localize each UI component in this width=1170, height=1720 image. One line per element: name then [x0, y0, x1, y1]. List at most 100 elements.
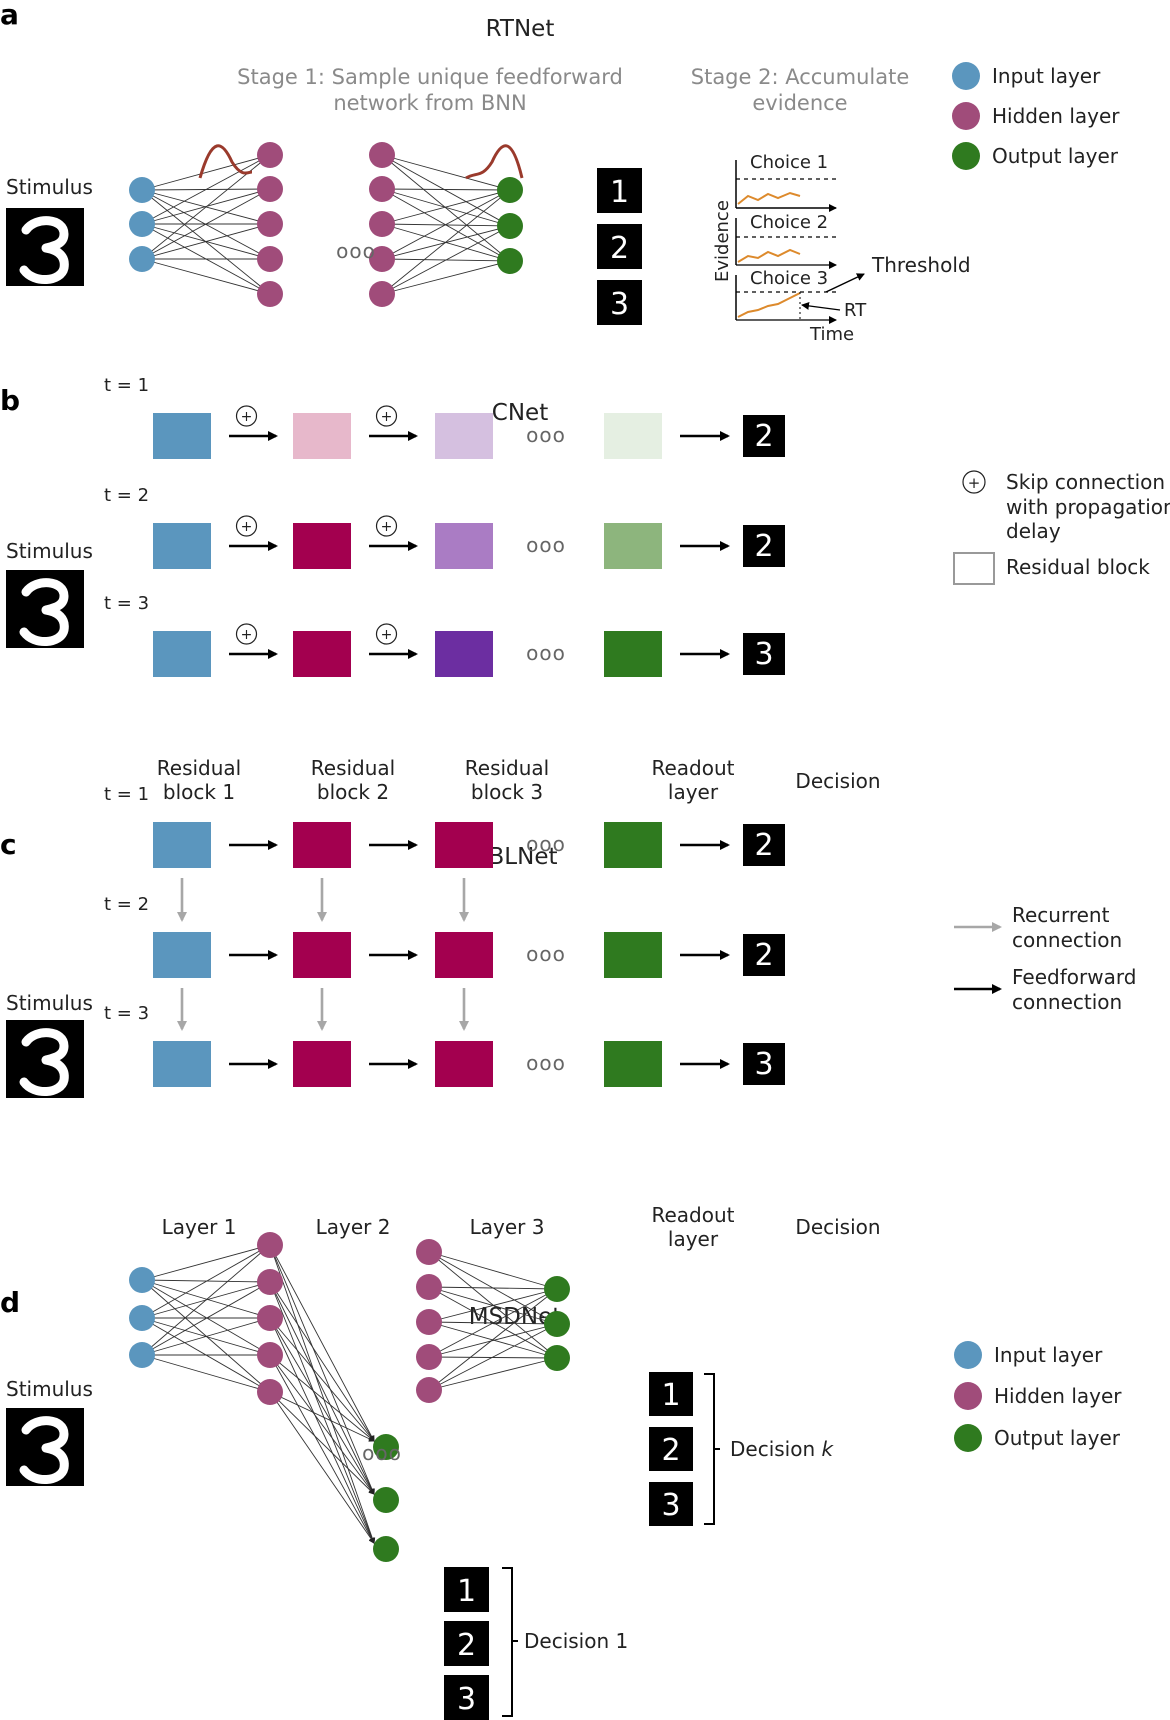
- connection-line: [141, 154, 271, 260]
- skip-connection-icon: [235, 405, 258, 427]
- stimulus-label: Stimulus: [6, 539, 93, 563]
- connection-line: [269, 1317, 375, 1544]
- output-node: [544, 1311, 570, 1337]
- hidden-node: [369, 246, 395, 272]
- choice-label: Choice 1: [750, 152, 828, 173]
- decision-1-bracket: [502, 1567, 518, 1717]
- legend-label: connection: [1012, 990, 1122, 1014]
- connection-line: [141, 154, 271, 225]
- connection-line: [141, 1279, 271, 1356]
- stimulus-image: [6, 1020, 84, 1098]
- threshold-label: Threshold: [871, 253, 971, 277]
- skip-connection-icon: [375, 515, 398, 537]
- output-box: 1: [597, 168, 642, 213]
- panel-a-letter: a: [0, 0, 19, 31]
- block: [604, 822, 662, 868]
- connection-line: [141, 1316, 271, 1356]
- output-node: [544, 1345, 570, 1371]
- panel-d-letter: d: [0, 1286, 20, 1319]
- hidden-node: [257, 246, 283, 272]
- choice-label: Choice 2: [750, 212, 828, 233]
- hidden-node: [257, 281, 283, 307]
- panel-d: d MSDNet Stimulus ooo 1 2 3 Decision k 1…: [0, 1232, 1122, 1720]
- connection-line: [269, 1391, 375, 1495]
- input-node: [129, 211, 155, 237]
- ellipsis: ooo: [526, 832, 566, 856]
- decision-label: Decision: [795, 1215, 880, 1239]
- connection-line: [141, 189, 271, 295]
- legend-label: Output layer: [992, 144, 1119, 168]
- skip-connection-icon: [235, 515, 258, 537]
- plus-sign: +: [381, 627, 393, 643]
- legend-label: Skip connection: [1006, 470, 1165, 494]
- block: [435, 413, 493, 459]
- input-layer-swatch: [952, 62, 980, 90]
- skip-connection-icon: [375, 405, 398, 427]
- decision-digit: 2: [754, 938, 773, 973]
- block: [153, 1041, 211, 1087]
- plus-circle-icon: [962, 470, 986, 494]
- evidence-trace: [737, 248, 801, 263]
- hidden-node: [257, 211, 283, 237]
- hidden-node: [257, 176, 283, 202]
- decision-box: [743, 824, 785, 866]
- input-node: [129, 1342, 155, 1368]
- hidden-layer-swatch: [954, 1382, 982, 1410]
- block: [293, 413, 351, 459]
- ellipsis: ooo: [362, 1441, 402, 1465]
- residual-block-swatch: [953, 552, 995, 585]
- stimulus-image: [6, 570, 84, 648]
- connection-line: [428, 1357, 558, 1391]
- column-label: block 2: [317, 780, 389, 804]
- svg-text:1: 1: [457, 1574, 476, 1609]
- column-label: Readout: [651, 1203, 734, 1227]
- connection-line: [141, 1279, 271, 1320]
- legend-label: delay: [1006, 519, 1061, 543]
- svg-text:1: 1: [661, 1378, 680, 1413]
- output-node: [497, 213, 523, 239]
- input-layer-swatch: [954, 1341, 982, 1369]
- decision-box: [743, 415, 785, 457]
- panel-c-title: BLNet: [489, 844, 558, 870]
- output-box: 3: [649, 1482, 693, 1526]
- column-label: Residual: [157, 756, 241, 780]
- hidden-node: [416, 1377, 442, 1403]
- layer-legend: Input layer Hidden layer Output layer: [954, 1341, 1122, 1452]
- block: [293, 1041, 351, 1087]
- output-node: [497, 248, 523, 274]
- column-label: Residual: [465, 756, 549, 780]
- block: [435, 932, 493, 978]
- column-label: block 3: [471, 780, 543, 804]
- output-node: [544, 1276, 570, 1302]
- svg-text:3: 3: [661, 1488, 680, 1523]
- output-layer-swatch: [954, 1424, 982, 1452]
- connection-line: [381, 154, 511, 262]
- output-node: [373, 1487, 399, 1513]
- hidden-node: [369, 176, 395, 202]
- evidence-trace: [737, 292, 801, 318]
- legend-label: Hidden layer: [992, 104, 1120, 128]
- panel-a: a RTNet Stage 1: Sample unique feedforwa…: [0, 0, 1120, 345]
- panel-c-letter: c: [0, 828, 17, 861]
- connection-line: [141, 1354, 271, 1394]
- output-box: 1: [649, 1372, 693, 1416]
- connection-line: [269, 1354, 375, 1544]
- connection-line: [269, 1281, 375, 1442]
- stage2-line1: Stage 2: Accumulate: [691, 65, 910, 89]
- decision-box: [743, 1043, 785, 1085]
- input-node: [129, 177, 155, 203]
- hidden-layer-swatch: [952, 102, 980, 130]
- connection-line: [381, 189, 511, 295]
- decision-1-label: Decision 1: [524, 1629, 628, 1653]
- hidden-node: [257, 1305, 283, 1331]
- block: [435, 523, 493, 569]
- decision-k-label: Decision k: [730, 1437, 835, 1461]
- time-step-label: t = 3: [104, 593, 149, 614]
- legend-label: Recurrent: [1012, 903, 1110, 927]
- decision-digit: 3: [754, 1047, 773, 1082]
- legend-label: Residual block: [1006, 555, 1150, 579]
